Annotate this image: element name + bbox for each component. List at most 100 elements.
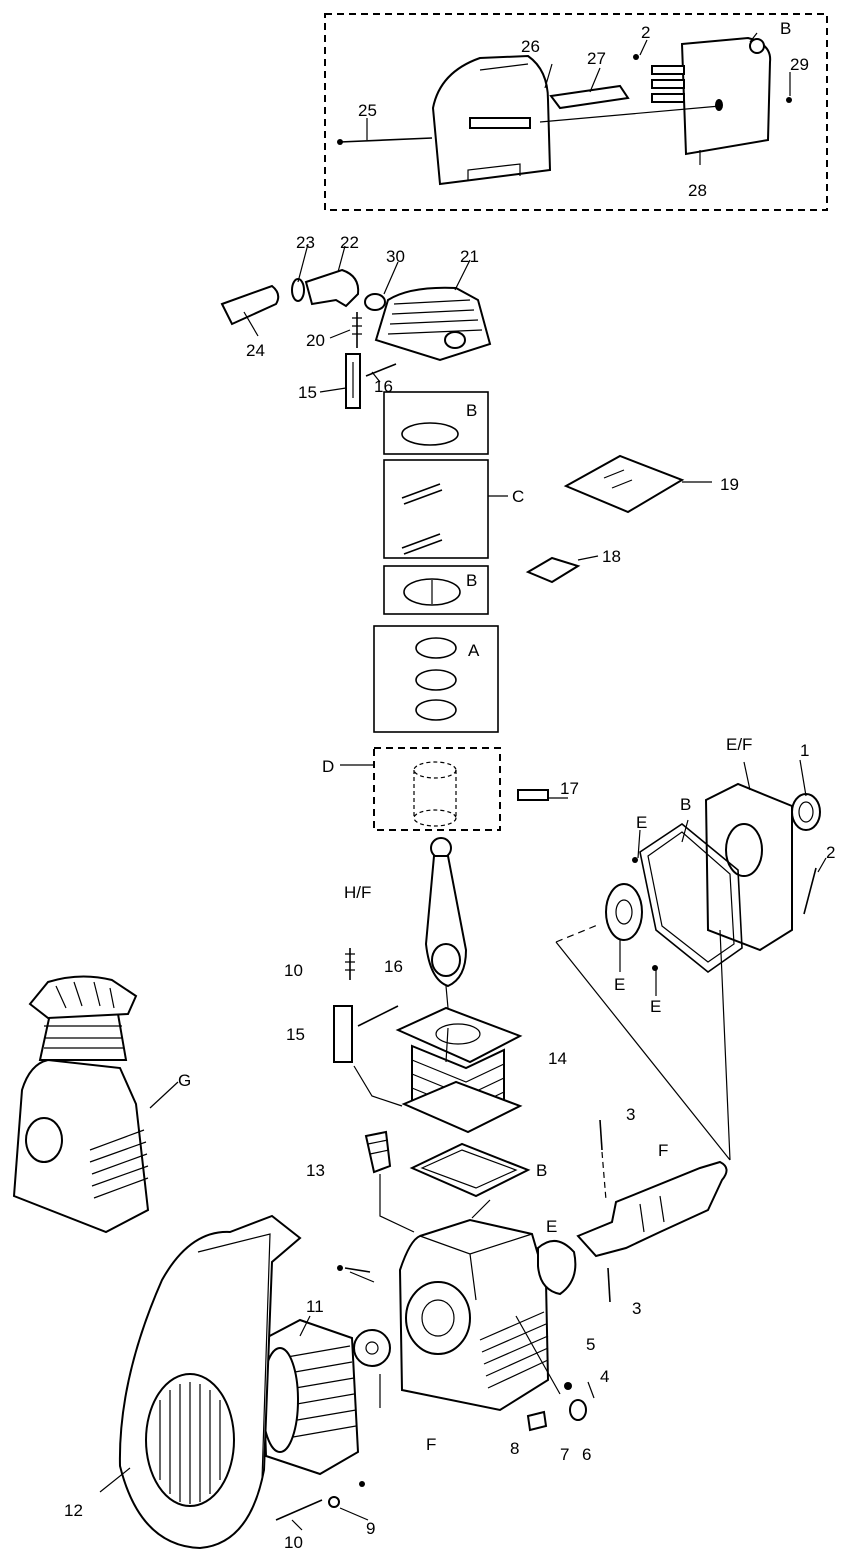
label-2-top: 2	[641, 23, 650, 42]
part-28-motor-housing	[680, 36, 772, 156]
label-20: 20	[306, 331, 325, 350]
label-29: 29	[790, 55, 809, 74]
label-2-side: 2	[826, 843, 835, 862]
label-A: A	[468, 641, 480, 660]
label-24: 24	[246, 341, 265, 360]
label-6: 6	[582, 1445, 591, 1464]
label-E-3: E	[650, 997, 661, 1016]
part-24-hose	[220, 284, 280, 326]
part-B-base-gasket	[409, 1142, 531, 1198]
label-15-top: 15	[298, 383, 317, 402]
cylinder-head-group	[220, 243, 492, 409]
part-3-screw-lower	[607, 1267, 611, 1303]
label-5: 5	[586, 1335, 595, 1354]
label-B-box1: B	[466, 401, 477, 420]
label-10-left: 10	[284, 961, 303, 980]
label-B-top: B	[780, 19, 791, 38]
label-15-lower: 15	[286, 1025, 305, 1044]
part-30-gasket	[364, 293, 386, 311]
label-21: 21	[460, 247, 479, 266]
label-3-lower: 3	[632, 1299, 641, 1318]
box-B-lower	[383, 565, 489, 615]
label-C: C	[512, 487, 524, 506]
label-18: 18	[602, 547, 621, 566]
connecting-rod	[424, 837, 468, 1009]
label-30: 30	[386, 247, 405, 266]
label-E-1: E	[636, 813, 647, 832]
label-E-2: E	[614, 975, 625, 994]
label-H-F: H/F	[344, 883, 371, 902]
label-10-bottom: 10	[284, 1533, 303, 1552]
part-18-reed	[525, 556, 581, 584]
label-4: 4	[600, 1367, 609, 1386]
part-9-washer	[328, 1496, 340, 1508]
valve-ring-boxes	[340, 391, 712, 831]
label-28: 28	[688, 181, 707, 200]
label-22: 22	[340, 233, 359, 252]
label-11: 11	[306, 1297, 324, 1316]
label-E-bearing: E	[546, 1217, 557, 1236]
part-6-cap	[569, 1399, 587, 1421]
part-16-screw-top	[365, 363, 397, 377]
part-16-screw-lower	[357, 1005, 399, 1027]
callout-labels: 26 27 2 B 29 25 28 23 22 30 21 24 20 15 …	[64, 19, 835, 1552]
part-B-gasket	[639, 823, 743, 974]
label-E-F: E/F	[726, 735, 752, 754]
label-8: 8	[510, 1439, 519, 1458]
part-15-bracket-lower	[333, 1005, 353, 1063]
label-23: 23	[296, 233, 315, 252]
label-14: 14	[548, 1049, 567, 1068]
label-16-lower: 16	[384, 957, 403, 976]
label-B-box2: B	[466, 571, 477, 590]
part-14-cylinder	[395, 1006, 523, 1064]
label-3-upper: 3	[626, 1105, 635, 1124]
box-A-rings	[373, 625, 499, 733]
label-19: 19	[720, 475, 739, 494]
part-2-screw-side	[803, 867, 817, 915]
motor-cover-assembly-box	[324, 13, 828, 211]
label-9: 9	[366, 1519, 375, 1538]
label-7: 7	[560, 1445, 569, 1464]
cylinder-and-crankcase	[333, 948, 728, 1432]
part-19-valve-plate	[563, 454, 685, 514]
label-B-gasket: B	[680, 795, 691, 814]
part-1-seal	[791, 793, 821, 831]
part-8-drain	[526, 1410, 548, 1432]
assembled-compressor-view-G	[12, 975, 179, 1234]
part-E-bearing-side	[605, 883, 643, 941]
label-12: 12	[64, 1501, 83, 1520]
label-B-base: B	[536, 1161, 547, 1180]
label-F-shaft: F	[658, 1141, 668, 1160]
part-17-wrist-pin	[517, 789, 549, 801]
part-25-rod	[339, 137, 433, 143]
label-D: D	[322, 757, 334, 776]
part-5-nut	[564, 1382, 572, 1390]
part-23-ring	[291, 278, 305, 302]
part-3-screw-upper	[599, 1119, 603, 1151]
label-27: 27	[587, 49, 606, 68]
part-10-bolt-bottom	[275, 1499, 323, 1521]
part-29-screw	[786, 97, 792, 103]
part-22-elbow	[304, 268, 360, 308]
label-17: 17	[560, 779, 579, 798]
label-G: G	[178, 1071, 191, 1090]
part-4-washer	[587, 1381, 595, 1399]
label-26: 26	[521, 37, 540, 56]
box-C-valves	[383, 459, 489, 559]
label-16-top: 16	[374, 377, 393, 396]
box-D-piston	[373, 747, 501, 831]
part-E-bearing-base	[537, 1240, 577, 1296]
box-B-upper	[383, 391, 489, 455]
label-13: 13	[306, 1161, 325, 1180]
label-F-base: F	[426, 1435, 436, 1454]
part-B-grommet-top	[749, 38, 765, 54]
label-25: 25	[358, 101, 377, 120]
crankcase-body	[398, 1218, 550, 1412]
fan-and-shroud	[99, 1214, 371, 1550]
part-2-screw-top	[633, 54, 639, 60]
part-27-plate	[549, 84, 630, 110]
end-cover-assembly	[555, 759, 827, 1161]
part-F-crankshaft	[576, 1160, 728, 1258]
label-1: 1	[800, 741, 809, 760]
